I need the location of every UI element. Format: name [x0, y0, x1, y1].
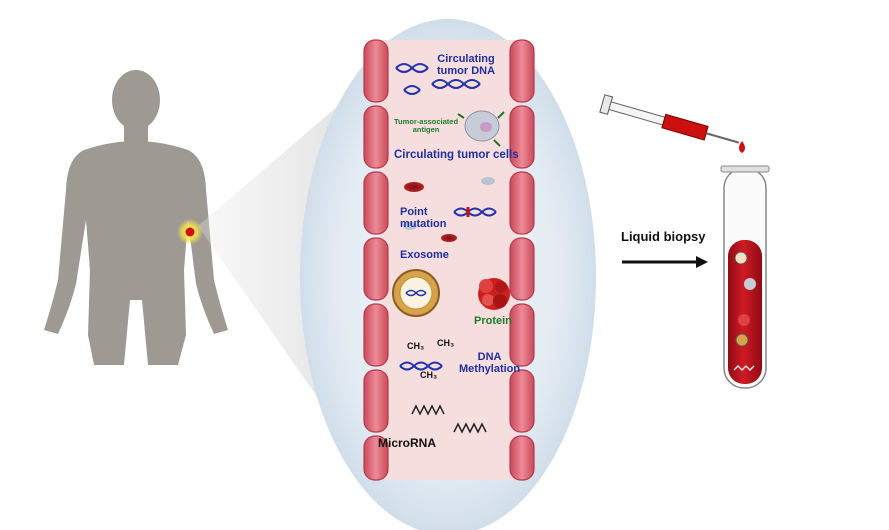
exosome-label: Exosome: [400, 249, 449, 261]
red-blood-cells: [403, 177, 495, 242]
sample-site-dot: [185, 227, 195, 237]
exosome-vesicle-icon: [392, 269, 440, 317]
dna-methylation-line1: DNA: [477, 351, 502, 363]
blood-drop-icon: [739, 141, 745, 153]
ch3-label-c: CH₃: [420, 370, 438, 380]
arrow-right-icon: [622, 256, 708, 268]
dna-methylation-line2: Methylation: [459, 362, 521, 375]
human-silhouette-icon: [44, 70, 228, 365]
microrna-strand-icon: [411, 404, 487, 434]
point-mutation-line1: Point: [400, 206, 428, 218]
antigen-label: Tumor-associated antigen: [394, 118, 458, 134]
vessel-lumen: [380, 40, 518, 480]
vessel-wall-right: [509, 39, 535, 481]
point-mutation-helix-icon: [453, 207, 497, 217]
ctdna-helix-icon: [395, 63, 481, 95]
antigen-label-line2: antigen: [412, 124, 440, 134]
microrna-label: MicroRNA: [378, 436, 437, 450]
antigen-label-line1: Tumor-associated: [394, 117, 459, 126]
ctdna-label-line1: Circulating: [437, 53, 495, 65]
ch3-label-b: CH₃: [437, 338, 455, 348]
test-tube-icon: [720, 165, 770, 389]
syringe-icon: [599, 94, 740, 144]
point-mutation-line2: mutation: [400, 217, 447, 230]
protein-cluster-icon: [478, 278, 510, 310]
liquid-biopsy-label: Liquid biopsy: [621, 229, 706, 244]
dna-methylation-label: DNA Methylation: [459, 351, 521, 375]
point-mutation-label: Point mutation: [400, 206, 447, 230]
ctdna-label-line2: tumor DNA: [437, 64, 496, 77]
methylation-helix-icon: [399, 361, 443, 371]
tumor-cell-icon: [457, 110, 505, 147]
ch3-label-a: CH₃: [407, 341, 425, 351]
protein-label: Protein: [474, 315, 512, 327]
vessel-wall-left: [363, 39, 389, 481]
ctdna-label: Circulating tumor DNA: [437, 53, 496, 77]
ctc-label: Circulating tumor cells: [394, 149, 519, 161]
